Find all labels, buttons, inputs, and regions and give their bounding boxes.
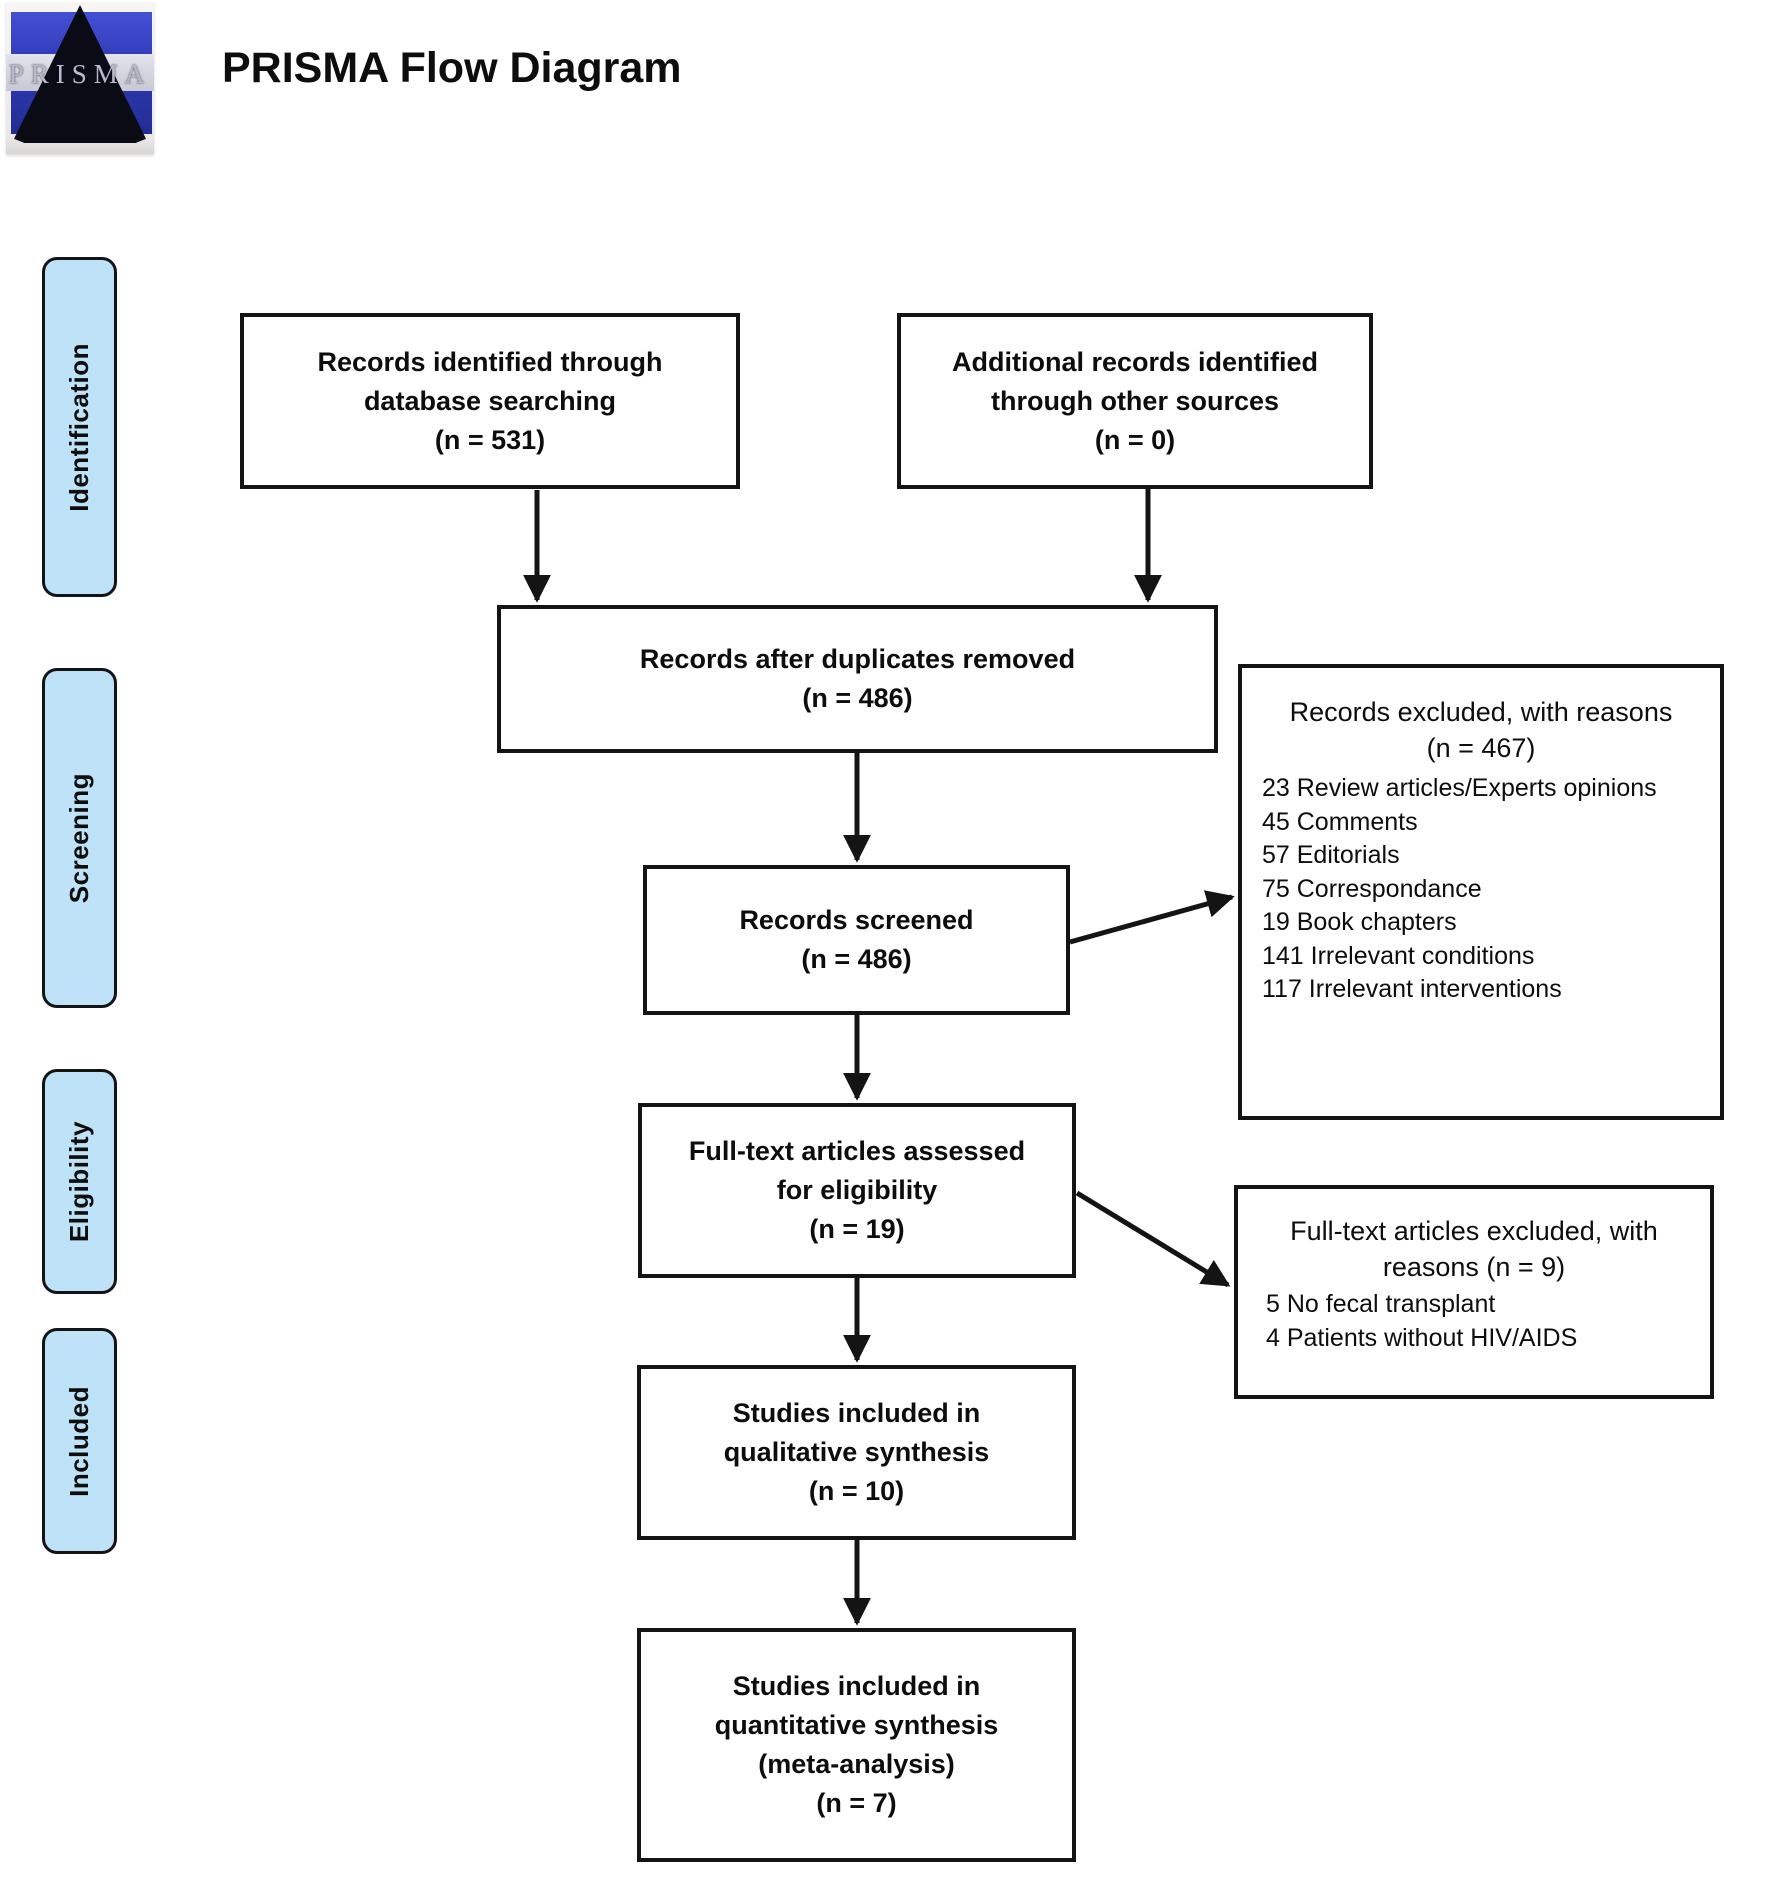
exclusion-item: 75 Correspondance <box>1262 874 1482 903</box>
flow-box-line: through other sources <box>990 385 1280 416</box>
exclusion-item: 141 Irrelevant conditions <box>1262 941 1535 970</box>
flow-box-line: Records identified through <box>317 346 663 377</box>
exclusion-item: 117 Irrelevant interventions <box>1262 975 1562 1003</box>
flow-box-line: Studies included in <box>732 1398 981 1428</box>
flow-box-line: (n = 486) <box>802 683 913 713</box>
flow-box-line: (n = 0) <box>1094 424 1176 455</box>
flow-box-records-identified: Records identified through database sear… <box>240 313 740 489</box>
flow-box-quantitative-synthesis: Studies included in quantitative synthes… <box>637 1628 1076 1862</box>
exclusion-title-line: reasons (n = 9) <box>1382 1252 1566 1282</box>
flow-box-fulltext-assessed: Full-text articles assessed for eligibil… <box>638 1103 1076 1278</box>
flow-box-line: quantitative synthesis <box>714 1710 999 1740</box>
flow-box-line: qualitative synthesis <box>723 1437 990 1467</box>
exclusion-box-title: Records excluded, with reasons (n = 467) <box>1242 694 1720 766</box>
stage-label-text: Eligibility <box>64 1120 94 1243</box>
flow-box-additional-records: Additional records identified through ot… <box>897 313 1373 489</box>
exclusion-box-title: Full-text articles excluded, with reason… <box>1238 1213 1710 1285</box>
flow-box-line: Records screened <box>739 905 974 935</box>
flow-box-line: (n = 10) <box>808 1476 905 1506</box>
arrow-fulltext-to-excluded <box>1075 1190 1231 1288</box>
flow-box-line: Records after duplicates removed <box>639 644 1076 674</box>
flow-box-line: (n = 19) <box>809 1214 905 1244</box>
flow-box-line: (n = 531) <box>434 424 546 455</box>
exclusion-item: 57 Editorials <box>1262 841 1400 869</box>
exclusion-title-line: (n = 467) <box>1426 733 1536 763</box>
page-title: PRISMA Flow Diagram <box>222 44 682 92</box>
stage-label-included: Included <box>42 1328 117 1554</box>
exclusion-box-fulltext-excluded: Full-text articles excluded, with reason… <box>1234 1185 1714 1399</box>
logo-wordmark: PRISMA <box>8 59 152 89</box>
exclusion-item: 4 Patients without HIV/AIDS <box>1266 1324 1578 1352</box>
exclusion-item: 23 Review articles/Experts opinions <box>1262 774 1657 802</box>
flow-box-line: (n = 7) <box>816 1788 897 1818</box>
flow-box-line: (n = 486) <box>801 944 912 974</box>
exclusion-reason-list: 5 No fecal transplant 4 Patients without… <box>1238 1287 1710 1355</box>
flow-box-qualitative-synthesis: Studies included in qualitative synthesi… <box>637 1365 1076 1540</box>
exclusion-box-records-excluded: Records excluded, with reasons (n = 467)… <box>1238 664 1724 1120</box>
flow-box-line: Studies included in <box>732 1671 981 1701</box>
exclusion-title-line: Full-text articles excluded, with <box>1290 1216 1658 1246</box>
stage-label-screening: Screening <box>42 668 117 1008</box>
exclusion-reason-list: 23 Review articles/Experts opinions 45 C… <box>1242 772 1720 1007</box>
exclusion-title-line: Records excluded, with reasons <box>1289 697 1673 727</box>
exclusion-item: 45 Comments <box>1262 807 1418 836</box>
stage-label-eligibility: Eligibility <box>42 1069 117 1294</box>
stage-label-text: Identification <box>64 342 94 512</box>
flow-box-line: database searching <box>363 385 617 416</box>
flow-box-line: Full-text articles assessed <box>688 1136 1026 1166</box>
exclusion-item: 19 Book chapters <box>1262 908 1457 936</box>
stage-label-identification: Identification <box>42 257 117 597</box>
flow-box-line: for eligibility <box>776 1175 938 1205</box>
arrow-screened-to-excluded <box>1069 890 1235 945</box>
prisma-logo: PRISMA <box>6 2 154 154</box>
stage-label-text: Screening <box>64 772 94 904</box>
flow-box-records-screened: Records screened (n = 486) <box>643 865 1070 1015</box>
flow-box-duplicates-removed: Records after duplicates removed (n = 48… <box>497 605 1218 753</box>
exclusion-item: 5 No fecal transplant <box>1266 1290 1496 1318</box>
stage-label-text: Included <box>64 1385 94 1497</box>
flow-box-line: Additional records identified <box>951 346 1319 377</box>
flow-box-line: (meta-analysis) <box>758 1749 955 1779</box>
